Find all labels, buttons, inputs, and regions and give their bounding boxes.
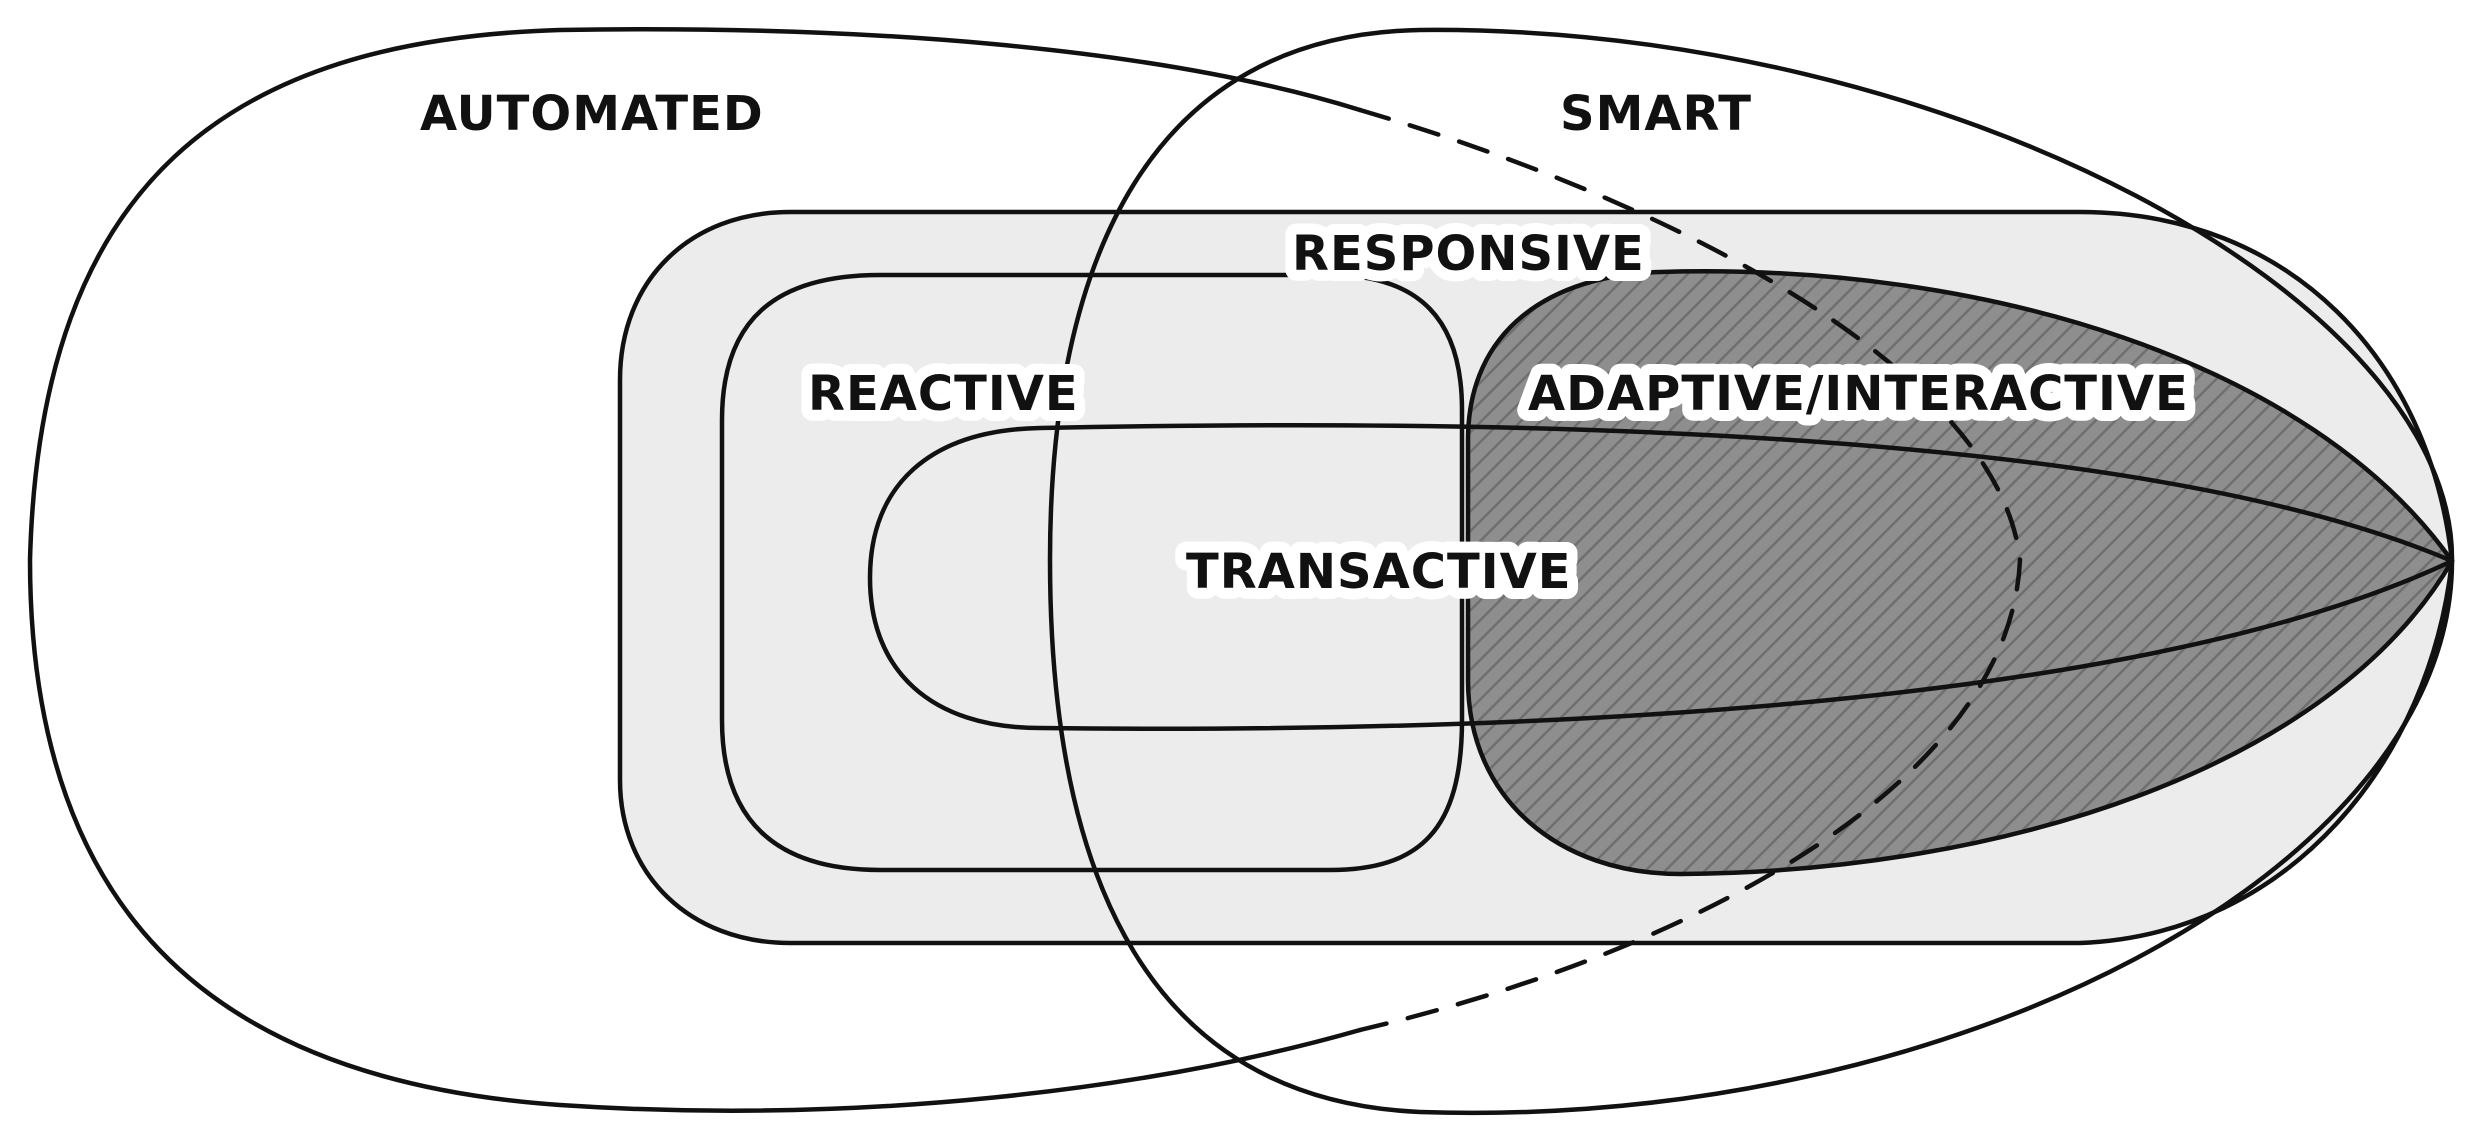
smart-boundary <box>1047 27 2455 1116</box>
label-adaptive: ADAPTIVE/INTERACTIVE ADAPTIVE/INTERACTIV… <box>1517 355 2199 433</box>
responsive-label-halo: RESPONSIVE <box>1292 226 1645 282</box>
responsive-label: RESPONSIVE <box>1292 226 1645 282</box>
automated-boundary-dashed <box>1357 107 2023 1033</box>
transactive-region <box>867 422 2455 731</box>
label-reactive: REACTIVE REACTIVE <box>797 355 1089 433</box>
adaptive-label: ADAPTIVE/INTERACTIVE <box>1528 366 2189 422</box>
reactive-region <box>719 272 1465 873</box>
adaptive-region <box>1465 269 2455 877</box>
reactive-label: REACTIVE <box>808 366 1079 422</box>
smart-label: SMART <box>1560 86 1752 142</box>
transactive-label-halo: TRANSACTIVE <box>1186 544 1572 600</box>
label-transactive: TRANSACTIVE TRANSACTIVE <box>1175 533 1582 611</box>
label-responsive: RESPONSIVE RESPONSIVE <box>1281 215 1655 293</box>
adaptive-label-halo: ADAPTIVE/INTERACTIVE <box>1528 366 2189 422</box>
label-smart: SMART <box>1560 86 1752 142</box>
transactive-label: TRANSACTIVE <box>1186 544 1572 600</box>
label-automated: AUTOMATED <box>420 86 764 142</box>
automated-label: AUTOMATED <box>420 86 764 142</box>
reactive-label-halo: REACTIVE <box>808 366 1079 422</box>
automated-boundary <box>27 27 1363 1113</box>
